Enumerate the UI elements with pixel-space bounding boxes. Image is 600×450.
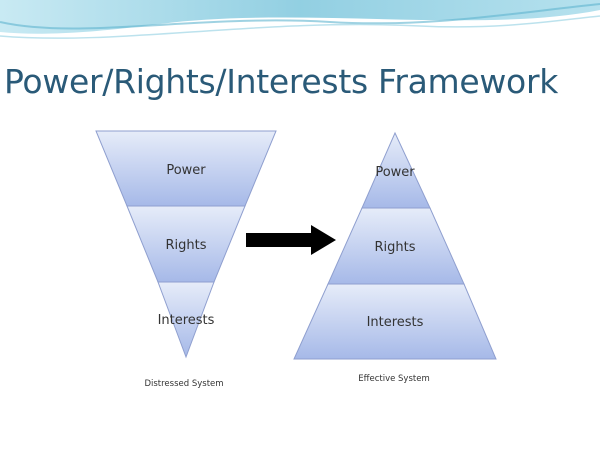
distressed-caption: Distressed System: [144, 379, 223, 389]
distressed-label-interests: Interests: [158, 313, 215, 328]
distressed-label-power: Power: [166, 163, 206, 178]
effective-label-power: Power: [375, 165, 415, 180]
effective-level-interests: [293, 283, 497, 360]
distressed-level-interests: [157, 281, 215, 359]
effective-caption: Effective System: [358, 374, 429, 384]
effective-label-interests: Interests: [367, 315, 424, 330]
header-wave-decoration: [0, 0, 600, 39]
slide-title: Power/Rights/Interests Framework: [4, 62, 559, 101]
distressed-label-rights: Rights: [165, 238, 206, 253]
transition-arrow-icon: [246, 225, 336, 255]
effective-system-triangle: Power Rights Interests Effective System: [293, 131, 497, 384]
distressed-system-triangle: Power Rights Interests Distressed System: [95, 130, 277, 389]
effective-label-rights: Rights: [374, 240, 415, 255]
